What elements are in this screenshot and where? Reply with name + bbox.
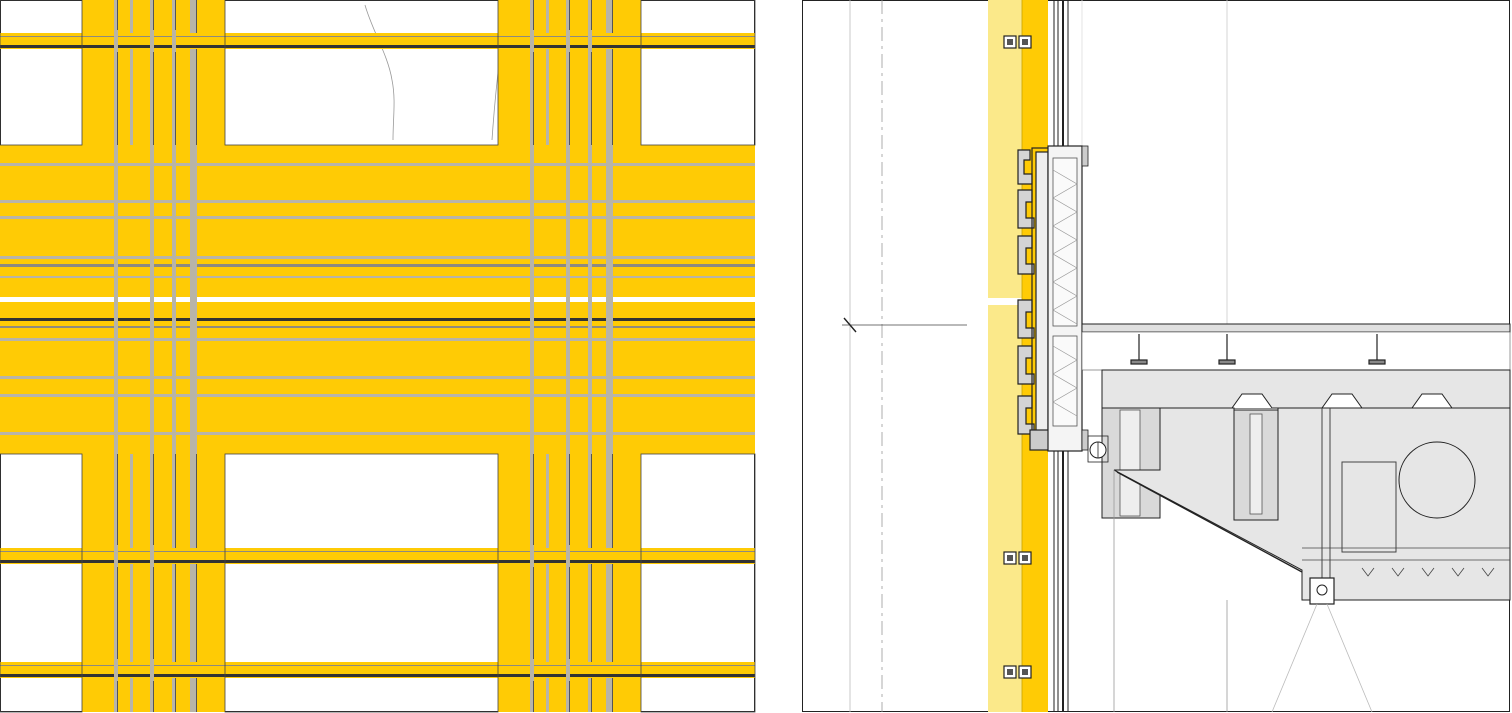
horizontal-rail-bottom — [0, 662, 755, 678]
ceiling-plenum — [1113, 407, 1511, 601]
cladding-pale — [988, 0, 1022, 298]
horizontal-rail-mid — [0, 548, 755, 564]
horizontal-band-central — [0, 145, 755, 454]
insulation-panel — [1047, 145, 1089, 452]
horizontal-rail-top — [0, 33, 755, 49]
pedestal-icon — [1130, 334, 1386, 365]
bracket-icon — [1003, 551, 1032, 565]
duct-box — [1341, 461, 1397, 553]
window-opening — [640, 453, 756, 713]
duct-icon — [1398, 441, 1476, 519]
window-opening — [0, 453, 83, 713]
window-opening — [224, 453, 499, 713]
cladding-pale — [988, 305, 1022, 712]
concrete-slab — [1101, 369, 1511, 409]
window-opening — [224, 0, 499, 146]
bracket-icon — [1003, 35, 1032, 49]
crack-line — [364, 4, 395, 141]
window-opening — [0, 0, 83, 146]
column-overlay — [114, 145, 613, 454]
light-fixture-icon — [1271, 577, 1373, 713]
facade-elevation-panel — [0, 0, 756, 713]
facade-section-panel — [802, 0, 1511, 713]
column-strips-over-rails — [114, 30, 592, 681]
window-opening — [640, 0, 756, 146]
level-tick — [843, 317, 857, 333]
bracket-icon — [1003, 665, 1032, 679]
blind-cassette-icon — [1087, 435, 1109, 463]
raised-floor — [1081, 323, 1511, 371]
window-openings — [0, 0, 756, 713]
